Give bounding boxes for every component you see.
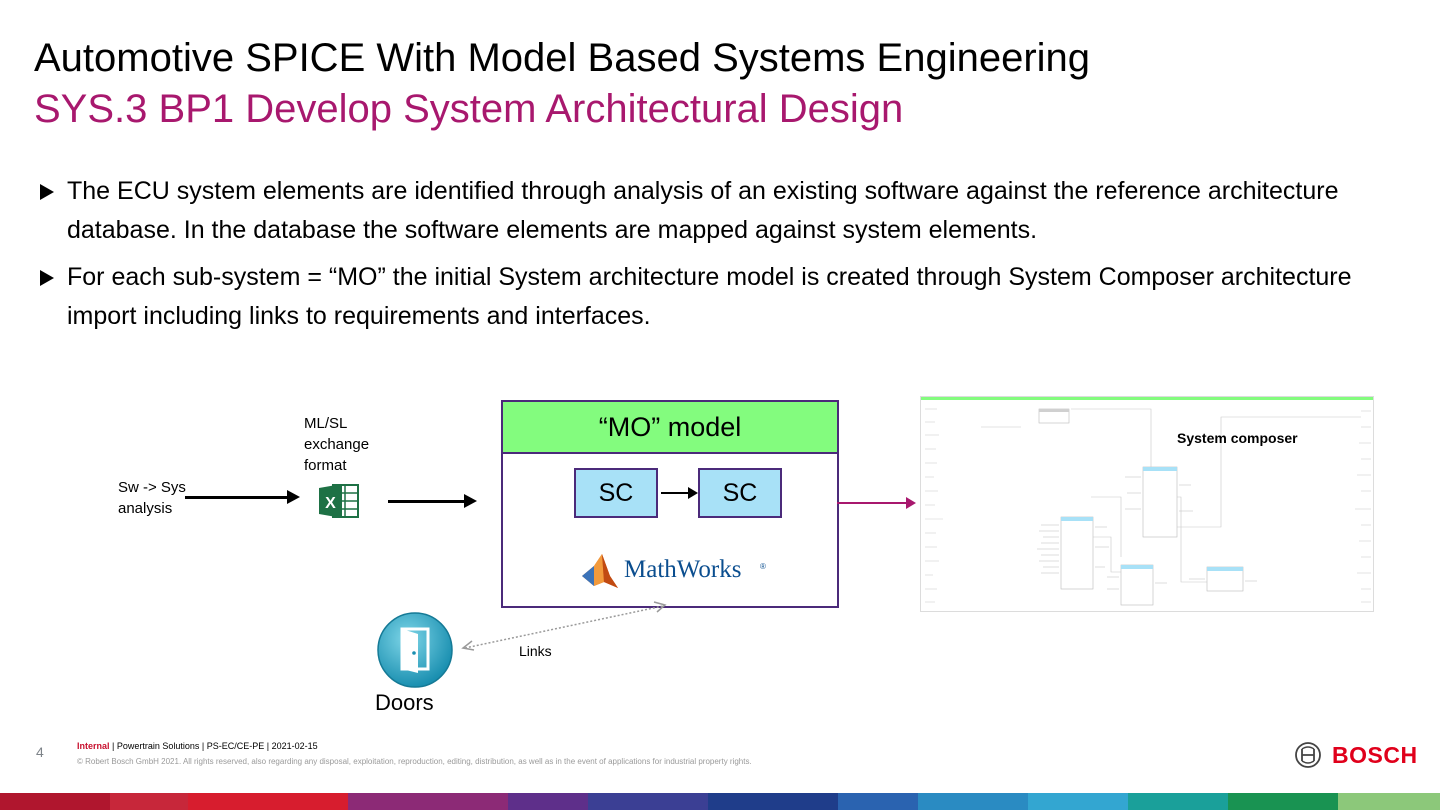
doors-icon bbox=[377, 612, 453, 688]
mathworks-logo: MathWorks ® bbox=[580, 552, 770, 592]
sc-component-left: SC bbox=[574, 468, 658, 518]
screenshot-toolbar bbox=[921, 397, 1373, 400]
bullet-item: For each sub-system = “MO” the initial S… bbox=[40, 258, 1360, 336]
slide-subtitle: SYS.3 BP1 Develop System Architectural D… bbox=[34, 87, 904, 131]
links-label: Links bbox=[519, 643, 552, 659]
sw-sys-analysis-label: Sw -> Sys analysis bbox=[118, 479, 186, 517]
slide-title: Automotive SPICE With Model Based System… bbox=[34, 36, 1091, 80]
mo-model-header: “MO” model bbox=[503, 402, 837, 454]
registered-mark: ® bbox=[760, 562, 766, 571]
bullet-list: The ECU system elements are identified t… bbox=[40, 172, 1360, 344]
doors-label: Doors bbox=[375, 690, 434, 715]
links-connector bbox=[461, 601, 667, 651]
system-composer-screenshot: System composer bbox=[920, 396, 1374, 612]
footer-meta-text: | Powertrain Solutions | PS-EC/CE-PE | 2… bbox=[109, 741, 318, 751]
mathworks-wordmark: MathWorks bbox=[624, 556, 742, 583]
bullet-triangle-icon bbox=[40, 270, 54, 286]
footer-meta: Internal | Powertrain Solutions | PS-EC/… bbox=[77, 741, 318, 751]
classification-label: Internal bbox=[77, 741, 110, 751]
sc-connector-arrow bbox=[661, 487, 698, 499]
mlsl-format-label: ML/SL exchange format bbox=[304, 415, 370, 474]
arrow-to-excel bbox=[185, 490, 300, 504]
mo-model-box: “MO” model SC SC MathWorks ® bbox=[501, 400, 839, 608]
copyright-text: © Robert Bosch GmbH 2021. All rights res… bbox=[77, 757, 752, 766]
page-number: 4 bbox=[36, 744, 44, 760]
arrow-to-mo-model bbox=[388, 494, 477, 508]
system-composer-label: System composer bbox=[1177, 430, 1298, 446]
mathworks-membrane-icon bbox=[582, 554, 618, 588]
bullet-text: For each sub-system = “MO” the initial S… bbox=[67, 263, 1352, 330]
bosch-armature-icon bbox=[1295, 742, 1321, 768]
bosch-logo: BOSCH bbox=[1294, 741, 1417, 771]
sc-component-right: SC bbox=[698, 468, 782, 518]
bullet-item: The ECU system elements are identified t… bbox=[40, 172, 1360, 250]
excel-icon: X bbox=[319, 484, 359, 518]
arrow-to-system-composer bbox=[837, 497, 916, 509]
brand-color-stripe bbox=[0, 793, 1440, 810]
svg-text:X: X bbox=[325, 495, 336, 512]
bullet-text: The ECU system elements are identified t… bbox=[67, 177, 1339, 244]
architecture-thumbnail bbox=[925, 408, 1371, 606]
bosch-wordmark: BOSCH bbox=[1332, 742, 1418, 768]
bullet-triangle-icon bbox=[40, 184, 54, 200]
